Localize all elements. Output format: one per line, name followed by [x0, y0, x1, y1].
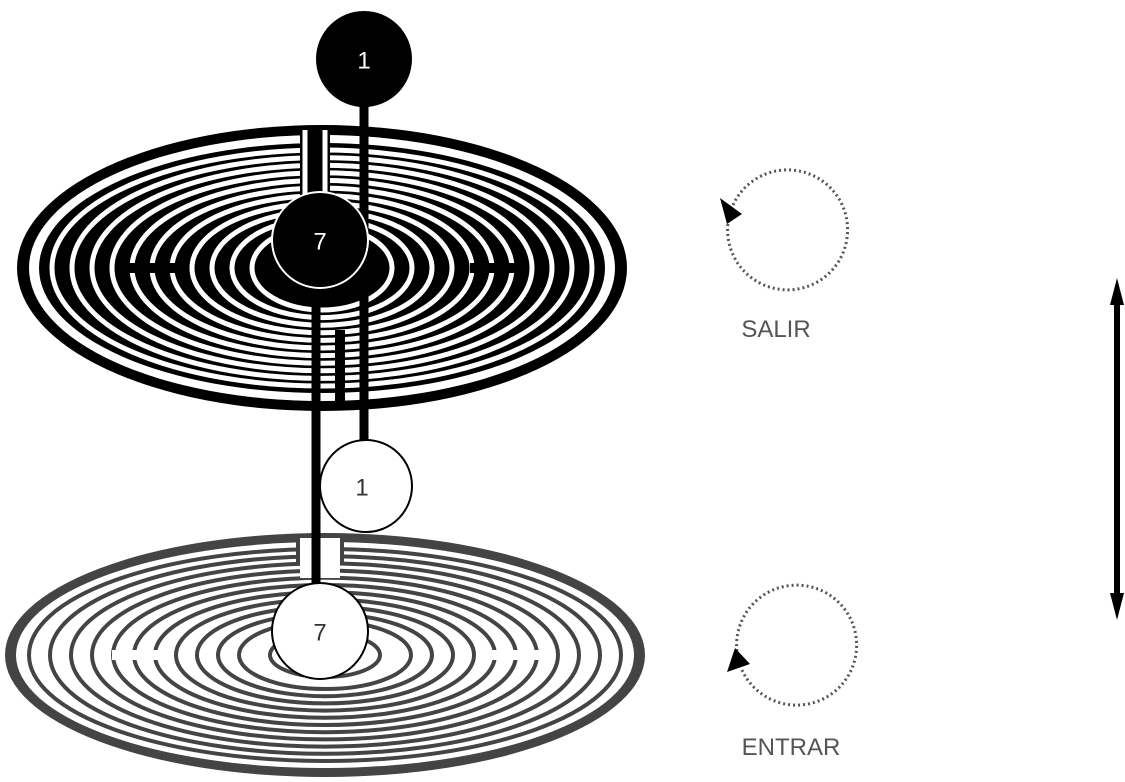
bottom-entry-node-label: 1 — [355, 475, 368, 502]
salir-label: SALIR — [741, 316, 810, 343]
top-center-node-label: 7 — [313, 229, 326, 256]
arrowhead-icon — [720, 198, 742, 224]
top-entry-node: 1 — [316, 11, 412, 107]
entrar-rotation: ENTRAR — [727, 585, 857, 761]
top-center-node: 7 — [272, 192, 368, 288]
dotted-circular-arrow-icon — [728, 170, 848, 290]
bottom-center-node: 7 — [272, 583, 368, 679]
arrowhead-icon — [727, 648, 750, 672]
bottom-entry-node: 1 — [320, 440, 412, 532]
dotted-circular-arrow-icon — [737, 585, 857, 705]
bottom-center-node-label: 7 — [313, 620, 326, 647]
double-headed-vertical-arrow-icon — [1110, 278, 1124, 620]
top-entry-node-label: 1 — [357, 48, 370, 75]
salir-rotation: SALIR — [720, 170, 848, 343]
entrar-label: ENTRAR — [742, 734, 841, 761]
